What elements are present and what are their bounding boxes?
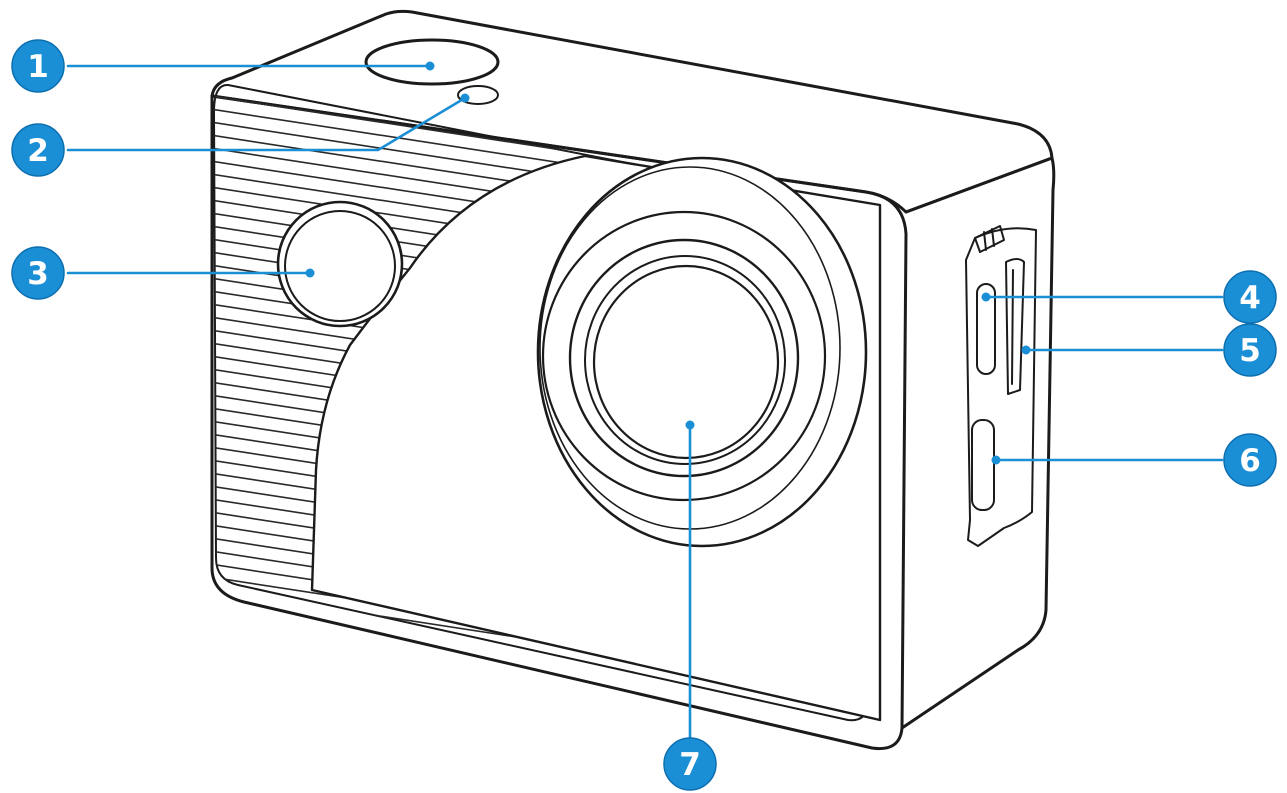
- callout-number-1: 1: [27, 49, 49, 85]
- callout-number-4: 4: [1239, 280, 1261, 316]
- camera-side-face: [900, 156, 1056, 730]
- lens: [536, 156, 868, 548]
- usb-port: [976, 283, 996, 375]
- callout-badge-4: 4: [1223, 270, 1277, 324]
- leader-dot-5: [1021, 345, 1031, 355]
- callout-number-5: 5: [1239, 333, 1261, 369]
- leader-dot-3: [305, 268, 315, 278]
- callout-badge-1: 1: [11, 39, 65, 93]
- leader-dot-1: [425, 61, 435, 71]
- leader-dot-7: [685, 420, 695, 430]
- callout-number-6: 6: [1239, 443, 1261, 479]
- power-button: [276, 200, 404, 328]
- leader-dot-4: [981, 292, 991, 302]
- callout-badge-2: 2: [11, 123, 65, 177]
- shutter-button: [364, 38, 500, 86]
- camera-top-face: [210, 9, 1054, 214]
- leader-dot-6: [991, 455, 1001, 465]
- callout-leaders: [66, 61, 1224, 750]
- hdmi-port: [971, 419, 995, 511]
- side-ports: [965, 225, 1037, 547]
- callout-badge-7: 7: [663, 737, 717, 791]
- callout-badge-5: 5: [1223, 323, 1277, 377]
- callout-number-7: 7: [679, 747, 701, 783]
- camera-front-face: [210, 94, 908, 751]
- port-cover: [965, 227, 1037, 547]
- callout-badge-3: 3: [11, 246, 65, 300]
- callout-number-3: 3: [27, 256, 49, 292]
- callout-badge-6: 6: [1223, 433, 1277, 487]
- callout-number-2: 2: [27, 133, 49, 169]
- leader-dot-2: [460, 93, 470, 103]
- leader-2: [66, 96, 467, 152]
- indicator-light: [457, 85, 499, 105]
- sd-card-slot: [1005, 258, 1025, 395]
